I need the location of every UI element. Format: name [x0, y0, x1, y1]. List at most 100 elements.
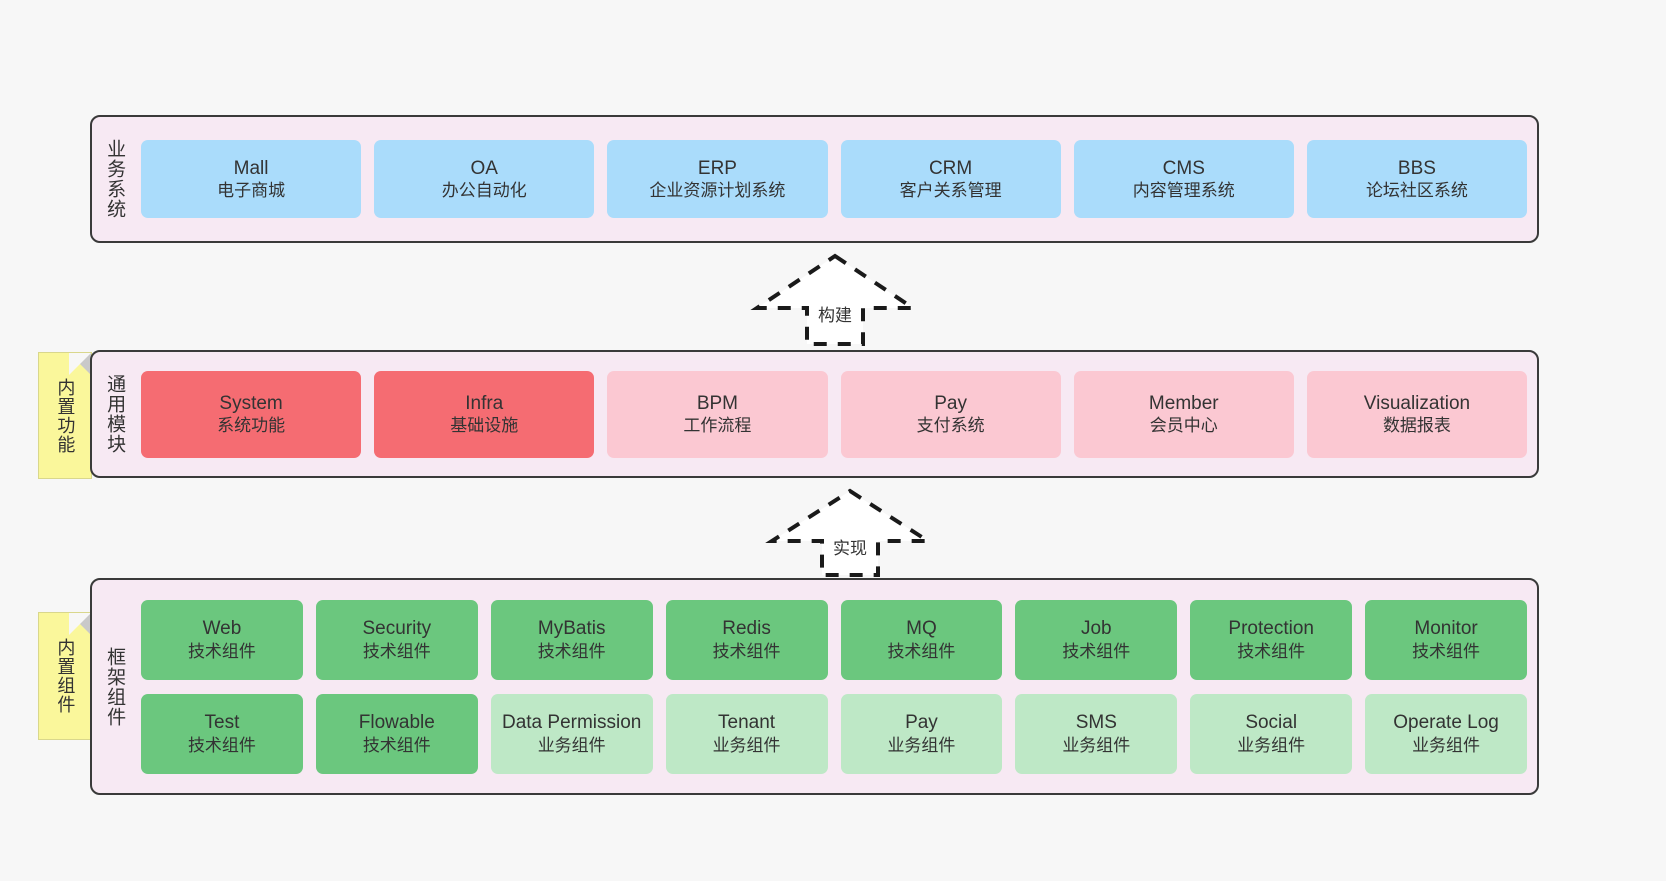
- card-title: Monitor: [1414, 618, 1478, 640]
- card-data-permission[interactable]: Data Permission 业务组件: [490, 693, 653, 774]
- card-social[interactable]: Social 业务组件: [1190, 693, 1353, 774]
- card-mybatis[interactable]: MyBatis 技术组件: [490, 599, 653, 680]
- card-subtitle: 会员中心: [1149, 416, 1218, 436]
- card-title: Tenant: [718, 712, 776, 734]
- card-job[interactable]: Job 技术组件: [1015, 599, 1178, 680]
- section-general-modules: 通用模块 System 系统功能 Infra 基础设施 BPM 工作流程 Pay…: [90, 350, 1539, 478]
- card-subtitle: 数据报表: [1382, 416, 1451, 436]
- card-bbs[interactable]: BBS 论坛社区系统: [1306, 140, 1528, 218]
- card-erp[interactable]: ERP 企业资源计划系统: [607, 140, 828, 218]
- card-title: MyBatis: [537, 618, 606, 640]
- card-title: Flowable: [358, 712, 435, 734]
- card-title: Visualization: [1363, 392, 1471, 414]
- card-web[interactable]: Web 技术组件: [141, 599, 303, 680]
- card-pay-component[interactable]: Pay 业务组件: [840, 693, 1003, 774]
- card-oa[interactable]: OA 办公自动化: [374, 140, 595, 218]
- framework-card-grid: Web 技术组件 Security 技术组件 MyBatis 技术组件 Redi…: [137, 580, 1537, 793]
- card-subtitle: 技术组件: [712, 641, 781, 661]
- card-title: Operate Log: [1393, 712, 1499, 734]
- connector-implement: 实现: [760, 483, 940, 581]
- card-title: Member: [1148, 392, 1219, 414]
- card-infra[interactable]: Infra 基础设施: [374, 370, 595, 458]
- card-system[interactable]: System 系统功能: [141, 370, 362, 458]
- dashed-arrow-up-icon: [765, 488, 935, 577]
- sticky-note-label: 内置功能: [55, 377, 76, 454]
- card-subtitle: 业务组件: [537, 735, 606, 755]
- card-subtitle: 客户关系管理: [899, 181, 1002, 201]
- card-title: System: [219, 392, 283, 414]
- card-subtitle: 业务组件: [1237, 735, 1306, 755]
- card-title: Job: [1080, 618, 1112, 640]
- card-subtitle: 技术组件: [362, 735, 431, 755]
- framework-card-row-tech: Web 技术组件 Security 技术组件 MyBatis 技术组件 Redi…: [141, 599, 1527, 680]
- card-subtitle: 电子商城: [217, 181, 286, 201]
- framework-card-row-business: Test 技术组件 Flowable 技术组件 Data Permission …: [141, 693, 1527, 774]
- card-title: Security: [362, 618, 432, 640]
- card-flowable[interactable]: Flowable 技术组件: [315, 693, 478, 774]
- card-title: Data Permission: [501, 712, 642, 734]
- card-subtitle: 业务组件: [1412, 735, 1481, 755]
- dashed-arrow-up-icon: [750, 253, 920, 346]
- card-subtitle: 技术组件: [1237, 641, 1306, 661]
- connector-implement-label: 实现: [833, 539, 867, 558]
- card-operate-log[interactable]: Operate Log 业务组件: [1365, 693, 1527, 774]
- card-pay-module[interactable]: Pay 支付系统: [840, 370, 1061, 458]
- card-visualization[interactable]: Visualization 数据报表: [1306, 370, 1528, 458]
- section-business-systems: 业务系统 Mall 电子商城 OA 办公自动化 ERP 企业资源计划系统 CRM…: [90, 115, 1539, 243]
- card-title: ERP: [697, 157, 737, 179]
- card-title: Mall: [233, 157, 269, 179]
- business-card-grid: Mall 电子商城 OA 办公自动化 ERP 企业资源计划系统 CRM 客户关系…: [137, 117, 1537, 241]
- card-cms[interactable]: CMS 内容管理系统: [1073, 140, 1294, 218]
- section-framework-components: 框架组件 Web 技术组件 Security 技术组件 MyBatis 技术组件…: [90, 578, 1539, 795]
- card-title: Web: [202, 618, 242, 640]
- sticky-note-builtin-features: 内置功能: [38, 352, 92, 479]
- card-title: BBS: [1397, 157, 1436, 179]
- modules-card-grid: System 系统功能 Infra 基础设施 BPM 工作流程 Pay 支付系统…: [137, 352, 1537, 476]
- card-title: Infra: [465, 392, 504, 414]
- card-title: Social: [1245, 712, 1298, 734]
- card-member[interactable]: Member 会员中心: [1073, 370, 1294, 458]
- card-sms[interactable]: SMS 业务组件: [1015, 693, 1178, 774]
- card-protection[interactable]: Protection 技术组件: [1190, 599, 1353, 680]
- connector-build: 构建: [745, 248, 925, 350]
- card-title: MQ: [906, 618, 937, 640]
- card-title: OA: [470, 157, 498, 179]
- card-tenant[interactable]: Tenant 业务组件: [665, 693, 828, 774]
- card-subtitle: 技术组件: [187, 735, 256, 755]
- card-mall[interactable]: Mall 电子商城: [141, 140, 362, 218]
- card-subtitle: 业务组件: [712, 735, 781, 755]
- sticky-note-label: 内置组件: [55, 638, 76, 714]
- card-redis[interactable]: Redis 技术组件: [665, 599, 828, 680]
- card-subtitle: 基础设施: [450, 416, 519, 436]
- sticky-note-builtin-components: 内置组件: [38, 612, 92, 740]
- business-card-row: Mall 电子商城 OA 办公自动化 ERP 企业资源计划系统 CRM 客户关系…: [141, 140, 1528, 218]
- card-subtitle: 论坛社区系统: [1365, 181, 1468, 201]
- card-bpm[interactable]: BPM 工作流程: [607, 370, 828, 458]
- card-test[interactable]: Test 技术组件: [141, 693, 303, 774]
- card-subtitle: 技术组件: [887, 641, 956, 661]
- card-title: SMS: [1075, 712, 1117, 734]
- card-security[interactable]: Security 技术组件: [315, 599, 478, 680]
- card-title: CMS: [1162, 157, 1205, 179]
- card-title: CRM: [928, 157, 973, 179]
- card-crm[interactable]: CRM 客户关系管理: [840, 140, 1061, 218]
- card-title: Protection: [1228, 618, 1314, 640]
- card-subtitle: 支付系统: [916, 416, 985, 436]
- card-monitor[interactable]: Monitor 技术组件: [1365, 599, 1527, 680]
- card-subtitle: 技术组件: [1062, 641, 1131, 661]
- card-title: Pay: [934, 392, 967, 414]
- card-title: Pay: [905, 712, 938, 734]
- card-subtitle: 技术组件: [1412, 641, 1481, 661]
- card-title: Redis: [722, 618, 771, 640]
- section-label-modules: 通用模块: [104, 374, 126, 454]
- folded-corner-icon: [69, 353, 91, 375]
- card-subtitle: 业务组件: [887, 735, 956, 755]
- folded-corner-icon: [69, 613, 91, 635]
- card-subtitle: 技术组件: [537, 641, 606, 661]
- section-label-business: 业务系统: [104, 139, 126, 219]
- card-subtitle: 系统功能: [217, 416, 286, 436]
- section-label-framework: 框架组件: [104, 646, 126, 727]
- card-subtitle: 内容管理系统: [1132, 181, 1235, 201]
- card-mq[interactable]: MQ 技术组件: [840, 599, 1003, 680]
